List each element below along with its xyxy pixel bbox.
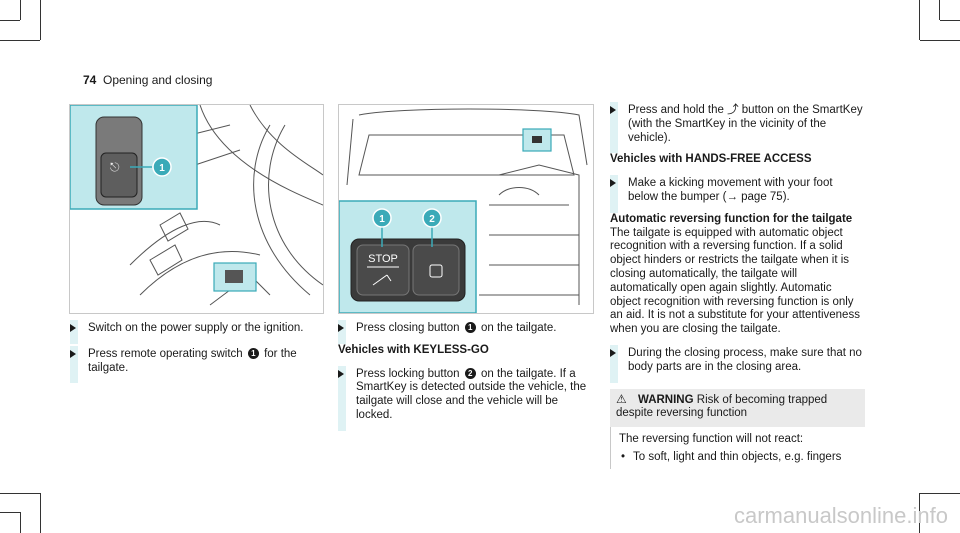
figure-door-switch: ⎋ 1 (69, 104, 324, 314)
warning-box: ⚠ WARNING Risk of becoming trapped despi… (610, 388, 865, 469)
column-middle: Press closing button 1 on the tailgate. … (338, 320, 590, 431)
step-text: During the closing process, make sure th… (628, 346, 862, 373)
step-bar (70, 345, 78, 384)
locking-button (412, 244, 460, 296)
page-number: 74 (83, 73, 97, 87)
closing-button (356, 244, 410, 296)
step-text: Switch on the power supply or the igniti… (88, 322, 304, 334)
crop-mark (939, 0, 940, 20)
crop-mark (40, 493, 41, 533)
step-press-switch: Press remote operating switch 1 for the … (70, 345, 320, 384)
callout-2-marker (422, 208, 442, 228)
crop-mark (0, 512, 20, 513)
watermark: carmanualsonline.info (733, 503, 948, 528)
step-closing-area: During the closing process, make sure th… (610, 344, 865, 383)
step-text: Press remote operating switch (88, 347, 243, 360)
step-kick: Make a kicking movement with your foot b… (610, 175, 865, 213)
crop-mark (920, 40, 960, 41)
warning-label: WARNING (637, 393, 694, 406)
figure-tailgate-buttons: STOP 1 2 (338, 104, 594, 314)
arrow-icon (610, 179, 616, 188)
step-text: Press and hold the ⤴ button on the Smart… (628, 104, 863, 144)
crop-mark (919, 0, 920, 40)
step-text: Press closing button (356, 322, 460, 334)
step-hold-smartkey: Press and hold the ⤴ button on the Smart… (610, 102, 865, 154)
crop-mark (920, 493, 960, 494)
arrow-icon (338, 324, 344, 332)
crop-mark (0, 493, 40, 494)
callout-1-label: 1 (159, 163, 165, 174)
crop-mark (0, 20, 20, 21)
warning-bullet: To soft, light and thin objects, e.g. fi… (619, 451, 859, 465)
tailgate-illustration: STOP 1 2 (339, 108, 588, 313)
lock-icon (429, 264, 443, 278)
warning-header: ⚠ WARNING Risk of becoming trapped despi… (610, 388, 865, 428)
crop-mark (40, 0, 41, 40)
arrow-icon (610, 106, 616, 114)
callout-1-marker (152, 157, 172, 177)
step-bar (610, 175, 618, 213)
warning-triangle-icon: ⚠ (616, 391, 627, 406)
step-bar (610, 102, 618, 154)
step-text: Press locking button (356, 367, 460, 380)
stop-label: STOP (368, 253, 398, 265)
warning-text: The reversing function will not react: (619, 433, 804, 446)
tailgate-close-icon (372, 274, 392, 286)
crop-mark (919, 493, 920, 533)
step-switch-on: Switch on the power supply or the igniti… (70, 320, 320, 344)
crop-mark (20, 0, 21, 20)
arrow-icon (70, 324, 76, 332)
callout-2-label: 2 (429, 214, 435, 225)
callout-badge: 1 (247, 347, 259, 359)
callout-1-marker (372, 208, 392, 228)
step-text: on the tailgate. If a SmartKey is detect… (356, 367, 587, 421)
column-right: Press and hold the ⤴ button on the Smart… (610, 102, 865, 469)
tailgate-symbol-icon: ⎋ (110, 160, 120, 174)
paragraph-reversing: The tailgate is equipped with automatic … (610, 226, 860, 336)
warning-title: Risk of becoming trapped despite reversi… (616, 393, 828, 420)
step-press-locking: Press locking button 2 on the tailgate. … (338, 365, 590, 431)
heading-keyless-go: Vehicles with KEYLESS-GO (338, 343, 489, 356)
door-interior-illustration: ⎋ 1 (70, 105, 323, 306)
warning-body: The reversing function will not react: T… (610, 427, 865, 469)
arrow-icon (610, 348, 616, 357)
crop-mark (0, 40, 40, 41)
arrow-icon (70, 349, 76, 358)
step-bar (338, 365, 346, 431)
step-bar (610, 344, 618, 383)
crop-mark (20, 512, 21, 533)
callout-1-label: 1 (379, 214, 385, 225)
step-press-closing: Press closing button 1 on the tailgate. (338, 320, 590, 344)
section-title: Opening and closing (103, 73, 213, 87)
arrow-icon (338, 369, 344, 378)
callout-badge: 1 (464, 322, 476, 333)
step-text: for the tailgate. (88, 347, 297, 374)
heading-hands-free: Vehicles with HANDS-FREE ACCESS (610, 153, 812, 166)
crop-mark (940, 20, 960, 21)
heading-auto-reversing: Automatic reversing function for the tai… (610, 212, 853, 225)
column-left: Switch on the power supply or the igniti… (70, 320, 320, 384)
step-text: Make a kicking movement with your foot b… (628, 177, 833, 203)
callout-badge: 2 (464, 367, 476, 379)
step-text: on the tailgate. (480, 322, 557, 334)
